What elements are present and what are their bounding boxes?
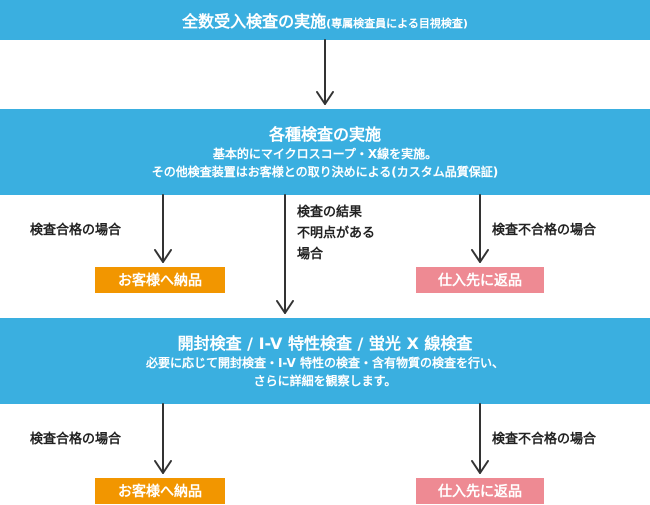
arrow-branch2-fail xyxy=(471,403,489,474)
branch2-return-box: 仕入先に返品 xyxy=(416,478,544,504)
step-initial-inspection: 全数受入検査の実施(専属検査員による目視検査) xyxy=(0,0,650,40)
branch1-unclear-line-3: 場合 xyxy=(297,247,324,262)
arrow-branch1-fail xyxy=(471,194,489,263)
arrow-branch1-unclear xyxy=(276,194,294,314)
step-various-line-2: その他検査装置はお客様との取り決めによる(カスタム品質保証) xyxy=(151,164,499,179)
step-initial-title-row: 全数受入検査の実施(専属検査員による目視検査) xyxy=(182,8,468,32)
branch1-unclear-line-2: 不明点がある xyxy=(297,226,376,241)
branch1-deliver-box: お客様へ納品 xyxy=(95,267,225,293)
branch1-return-box: 仕入先に返品 xyxy=(416,267,544,293)
step-various-line-1: 基本的にマイクロスコープ・X線を実施。 xyxy=(212,146,438,161)
branch2-deliver-box: お客様へ納品 xyxy=(95,478,225,504)
branch1-unclear-line-1: 検査の結果 xyxy=(297,205,363,220)
step-various-inspections: 各種検査の実施 基本的にマイクロスコープ・X線を実施。 その他検査装置はお客様と… xyxy=(0,109,650,195)
branch1-unclear-label: 検査の結果 不明点がある 場合 xyxy=(297,202,375,265)
branch1-fail-label: 検査不合格の場合 xyxy=(492,223,597,238)
step-detailed-line-2: さらに詳細を観察します。 xyxy=(253,373,397,388)
step-detailed-title: 開封検査 / I-V 特性検査 / 蛍光 X 線検査 xyxy=(177,333,473,353)
arrow-branch1-pass xyxy=(154,194,172,263)
branch1-pass-label: 検査合格の場合 xyxy=(30,223,122,238)
arrow-branch2-pass xyxy=(154,403,172,474)
arrow-step1-to-step2 xyxy=(316,39,334,105)
step-initial-note: (専属検査員による目視検査) xyxy=(326,17,468,30)
branch2-pass-label: 検査合格の場合 xyxy=(30,432,122,447)
step-detailed-inspections: 開封検査 / I-V 特性検査 / 蛍光 X 線検査 必要に応じて開封検査・I-… xyxy=(0,318,650,404)
branch2-fail-label: 検査不合格の場合 xyxy=(492,432,597,447)
step-initial-title: 全数受入検査の実施 xyxy=(182,12,327,31)
step-various-title: 各種検査の実施 xyxy=(268,124,381,144)
step-detailed-line-1: 必要に応じて開封検査・I-V 特性の検査・含有物質の検査を行い、 xyxy=(145,355,505,370)
